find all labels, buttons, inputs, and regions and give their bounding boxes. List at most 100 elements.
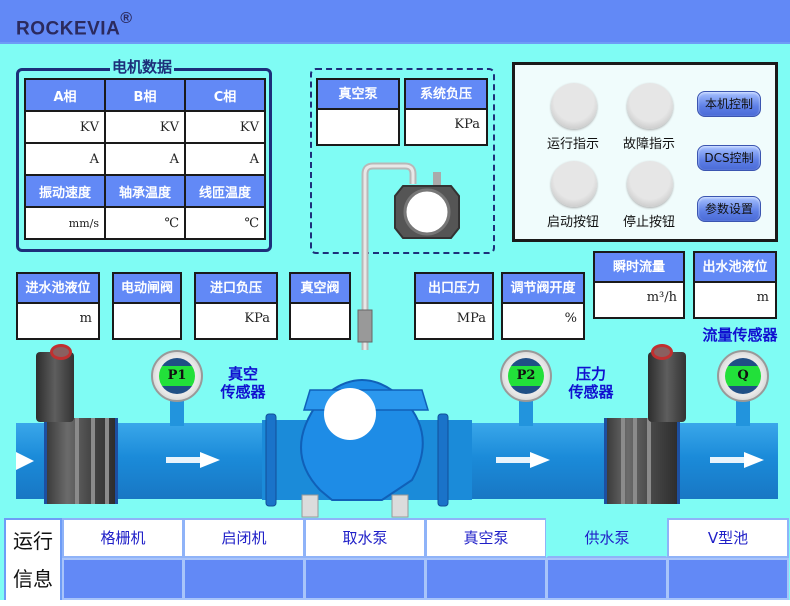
vacuum-pump-value [318, 110, 398, 140]
regulating-valve-actuator [648, 352, 686, 422]
inlet-gate-valve [44, 418, 118, 504]
p1-sensor-label: 真空 传感器 [220, 365, 266, 401]
stop-button[interactable] [627, 161, 673, 207]
p1-vacuum-sensor[interactable]: P1 [151, 350, 203, 402]
tab-intake-pump[interactable]: 取水泵 [304, 518, 426, 558]
local-control-button[interactable]: 本机控制 [697, 91, 761, 117]
p2-sensor-label: 压力 传感器 [568, 365, 614, 401]
valve-opening-box: 调节阀开度 % [501, 272, 585, 340]
outlet-level-value: m [756, 290, 769, 305]
dcs-control-button[interactable]: DCS控制 [697, 145, 761, 171]
outlet-pressure-value: MPa [456, 311, 486, 326]
phase-b-header: B相 [104, 78, 186, 112]
p2-sensor-tag: P2 [516, 368, 536, 383]
parameter-settings-button[interactable]: 参数设置 [697, 196, 761, 222]
phase-b-voltage: KV [104, 110, 186, 144]
brand-logo: ROCKEVIA® [16, 10, 133, 40]
vacuum-pump-graphic [357, 162, 460, 350]
outlet-level-label: 出水池液位 [695, 253, 775, 283]
tab-vacuum-pump[interactable]: 真空泵 [425, 518, 547, 558]
vacuum-valve-value [291, 304, 349, 334]
run-info-label: 运行 信息 [4, 518, 62, 602]
winding-temp-header: 线匝温度 [184, 174, 266, 208]
vacuum-system-frame [310, 68, 495, 254]
inlet-level-label: 进水池液位 [18, 274, 98, 304]
flow-arrow-icon [496, 452, 550, 468]
inlet-pressure-value: KPa [244, 311, 270, 326]
bearing-temp-header: 轴承温度 [104, 174, 186, 208]
inlet-valve-handwheel[interactable] [50, 344, 72, 360]
inlet-pressure-box: 进口负压 KPa [194, 272, 278, 340]
instant-flow-box: 瞬时流量 m³/h [593, 251, 685, 319]
start-button-label: 启动按钮 [546, 215, 599, 230]
p1-sensor-tag: P1 [167, 368, 187, 383]
instant-flow-value: m³/h [646, 290, 677, 305]
supply-pump-status [546, 558, 668, 600]
vacuum-pump-label: 真空泵 [318, 80, 398, 110]
p2-pressure-sensor[interactable]: P2 [500, 350, 552, 402]
inlet-level-value: m [79, 311, 92, 326]
v-tank-status [667, 558, 789, 600]
water-pump-graphic [262, 379, 472, 518]
system-pressure-label: 系统负压 [406, 80, 486, 110]
inlet-level-box: 进水池液位 m [16, 272, 100, 340]
stop-button-label: 停止按钮 [622, 215, 675, 230]
system-pressure-value: KPa [454, 117, 480, 132]
regulating-valve-handwheel[interactable] [651, 344, 673, 360]
bearing-temp-value: ℃ [104, 206, 186, 240]
system-pressure-box: 系统负压 KPa [404, 78, 488, 146]
inlet-valve-actuator [36, 352, 74, 422]
bottom-strip [0, 600, 790, 606]
tab-supply-pump[interactable]: 供水泵 [546, 518, 668, 558]
p2-sensor-stem [519, 400, 533, 426]
tab-v-tank[interactable]: V型池 [667, 518, 789, 558]
winding-temp-value: ℃ [184, 206, 266, 240]
electric-gate-box: 电动闸阀 [112, 272, 182, 340]
phase-c-current: A [184, 142, 266, 176]
phase-c-header: C相 [184, 78, 266, 112]
start-button[interactable] [551, 161, 597, 207]
q-sensor-stem [736, 400, 750, 426]
phase-a-voltage: KV [24, 110, 106, 144]
outlet-pressure-label: 出口压力 [416, 274, 492, 304]
motor-data-table: A相 B相 C相 KV KV KV A A A 振动速度 轴承温度 线匝温度 m… [24, 78, 266, 240]
phase-b-current: A [104, 142, 186, 176]
vacuum-pump-status [425, 558, 547, 600]
vibration-header: 振动速度 [24, 174, 106, 208]
gate-hoist-status [183, 558, 305, 600]
flow-arrow-icon [166, 452, 220, 468]
control-panel: 运行指示 故障指示 启动按钮 停止按钮 本机控制 DCS控制 参数设置 [512, 62, 778, 242]
q-sensor-tag: Q [737, 368, 749, 383]
inlet-pressure-label: 进口负压 [196, 274, 276, 304]
flow-sensor-label: 流量传感器 [702, 326, 778, 344]
vibration-value: mm/s [24, 206, 106, 240]
electric-gate-label: 电动闸阀 [114, 274, 180, 304]
outlet-pressure-box: 出口压力 MPa [414, 272, 494, 340]
electric-gate-value [114, 304, 180, 334]
fault-indicator-label: 故障指示 [622, 137, 675, 152]
valve-opening-value: % [564, 311, 577, 326]
vacuum-valve-box: 真空阀 [289, 272, 351, 340]
tab-gate-hoist[interactable]: 启闭机 [183, 518, 305, 558]
outlet-level-box: 出水池液位 m [693, 251, 777, 319]
q-flow-sensor[interactable]: Q [717, 350, 769, 402]
phase-a-header: A相 [24, 78, 106, 112]
phase-c-voltage: KV [184, 110, 266, 144]
tab-grille-machine[interactable]: 格栅机 [62, 518, 184, 558]
intake-pump-status [304, 558, 426, 600]
valve-opening-label: 调节阀开度 [503, 274, 583, 304]
phase-a-current: A [24, 142, 106, 176]
regulating-valve [604, 418, 680, 504]
run-indicator-lamp [551, 83, 597, 129]
flow-arrow-icon [710, 452, 764, 468]
p1-sensor-stem [170, 400, 184, 426]
vacuum-valve-label: 真空阀 [291, 274, 349, 304]
flow-arrow-icon [16, 452, 34, 470]
vacuum-pump-box: 真空泵 [316, 78, 400, 146]
top-bar: ROCKEVIA® [0, 0, 790, 44]
fault-indicator-lamp [627, 83, 673, 129]
run-indicator-label: 运行指示 [546, 137, 599, 152]
grille-machine-status [62, 558, 184, 600]
instant-flow-label: 瞬时流量 [595, 253, 683, 283]
motor-data-title: 电机数据 [110, 56, 175, 77]
